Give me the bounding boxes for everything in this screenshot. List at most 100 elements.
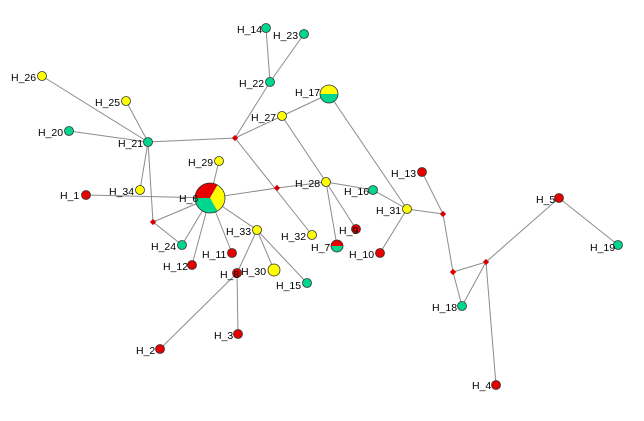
- node-h-4: H_4: [472, 380, 501, 392]
- node-h-20: H_20: [38, 126, 74, 139]
- node-marker: [267, 263, 281, 277]
- haplotype-nodes: H_1H_2H_3H_4H_5H_6H_7H_8H_9H_10H_11H_12H…: [11, 23, 623, 392]
- edge-j4-j5: [442, 213, 454, 273]
- node-h-2: H_2: [136, 344, 165, 357]
- node-label: H_14: [237, 24, 262, 36]
- node-label: H_31: [376, 205, 401, 217]
- node-outline: [319, 84, 339, 104]
- node-marker: [613, 240, 623, 250]
- node-label: H_19: [590, 242, 615, 254]
- node-label: H_33: [226, 226, 251, 238]
- node-sector-green: [320, 94, 338, 103]
- node-label: H_25: [95, 97, 120, 109]
- node-marker: [177, 240, 187, 250]
- node-marker: [64, 126, 74, 136]
- edge-H_17-H_31: [328, 93, 408, 210]
- median-vector-j2: [149, 218, 157, 226]
- node-marker: [155, 344, 165, 354]
- node-marker: [135, 185, 145, 195]
- edge-j5-H_18: [452, 271, 463, 307]
- node-marker: [227, 248, 237, 258]
- edge-H_33-H_15: [256, 229, 308, 284]
- node-marker: [233, 329, 243, 339]
- node-marker: [121, 96, 131, 106]
- node-label: H_26: [11, 72, 36, 84]
- node-label: H_12: [163, 261, 188, 273]
- node-label: H_29: [188, 157, 213, 169]
- node-marker: [402, 204, 412, 214]
- node-sector-red: [331, 240, 343, 246]
- edge-H_8-H_3: [236, 272, 239, 335]
- median-vector-j3: [273, 184, 281, 192]
- node-marker: [187, 260, 197, 270]
- node-sector-yellow: [320, 85, 338, 94]
- node-h-26: H_26: [11, 71, 47, 84]
- node-h-6: H_6: [179, 182, 226, 214]
- edge-j1-H_27: [234, 115, 283, 139]
- node-marker: [491, 380, 501, 390]
- node-h-11: H_11: [202, 248, 237, 261]
- edge-H_16-H_31: [372, 189, 408, 210]
- median-vector-j4: [439, 210, 447, 218]
- node-label: H_27: [251, 112, 276, 124]
- node-marker: [368, 185, 378, 195]
- node-label: H_9: [339, 225, 358, 237]
- edge-H_21-j2: [147, 141, 154, 223]
- node-label: H_3: [214, 330, 233, 342]
- node-label: H_34: [109, 186, 134, 198]
- node-h-5: H_5: [536, 193, 564, 206]
- node-marker: [265, 77, 275, 87]
- edge-j5-j6: [452, 261, 487, 273]
- node-marker: [299, 29, 309, 39]
- edge-H_28-H_9: [325, 181, 357, 230]
- node-marker: [214, 156, 224, 166]
- node-h-14: H_14: [237, 23, 271, 36]
- node-outline: [330, 239, 344, 253]
- edge-H_33-H_30: [256, 229, 275, 271]
- edge-H_27-H_28: [281, 115, 327, 183]
- edge-H_31-j4: [406, 208, 444, 215]
- node-h-32: H_32: [281, 230, 317, 243]
- node-h-8: H_8: [220, 268, 242, 281]
- median-vector-j5: [449, 268, 457, 276]
- edge-j6-H_4: [485, 261, 497, 386]
- node-h-33: H_33: [226, 225, 262, 238]
- edge-H_23-H_22: [269, 33, 305, 83]
- node-h-16: H_16: [344, 185, 378, 198]
- node-h-27: H_27: [251, 111, 287, 124]
- node-sector-green: [331, 246, 343, 252]
- node-marker: [277, 111, 287, 121]
- node-label: H_13: [391, 168, 416, 180]
- node-label: H_22: [239, 78, 264, 90]
- node-h-10: H_10: [349, 248, 385, 261]
- node-marker: [417, 167, 427, 177]
- node-h-12: H_12: [163, 260, 197, 273]
- node-h-28: H_28: [295, 177, 331, 190]
- node-label: H_15: [276, 280, 301, 292]
- node-label: H_5: [536, 194, 555, 206]
- node-label: H_32: [281, 231, 306, 243]
- node-marker: [261, 23, 271, 33]
- node-label: H_24: [151, 241, 176, 253]
- node-h-24: H_24: [151, 240, 187, 253]
- node-label: H_18: [432, 302, 457, 314]
- node-h-1: H_1: [60, 190, 91, 202]
- edge-H_28-H_16: [325, 181, 374, 191]
- node-h-34: H_34: [109, 185, 145, 198]
- node-label: H_7: [311, 242, 330, 254]
- node-h-19: H_19: [590, 240, 623, 254]
- node-h-18: H_18: [432, 301, 467, 314]
- edge-H_33-H_8: [236, 229, 258, 274]
- node-h-30: H_30: [241, 263, 281, 278]
- node-h-17: H_17: [295, 84, 339, 104]
- edge-H_25-H_21: [125, 100, 149, 143]
- median-vector-j1: [231, 134, 239, 142]
- node-marker: [143, 137, 153, 147]
- node-label: H_20: [38, 127, 63, 139]
- node-h-7: H_7: [311, 239, 344, 254]
- node-label: H_11: [202, 249, 226, 261]
- median-vector-j6: [482, 258, 490, 266]
- node-marker: [252, 225, 262, 235]
- node-label: H_23: [273, 30, 298, 42]
